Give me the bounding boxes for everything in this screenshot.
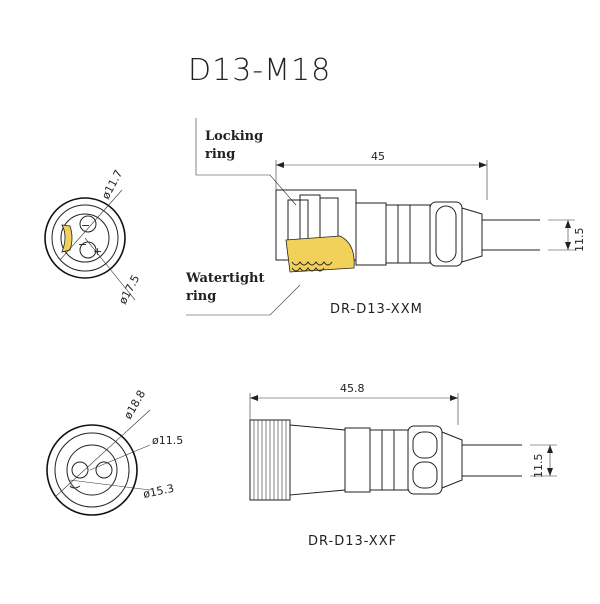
locking-ring-label-line1: Locking [205,129,263,144]
locking-ring-label-line2: ring [205,147,235,162]
female-length-dim: 45.8 [340,382,365,395]
drawing-title: D13-M18 [188,53,331,88]
pin-plus-sign: + [93,245,102,258]
female-cable-gland [407,425,443,495]
yellow-seal-segment [61,224,73,253]
male-cable-gland [429,201,463,267]
female-dim-mid: ø11.5 [152,434,183,447]
watertight-ring-label-line1: Watertight [185,271,265,286]
female-body-taper [289,424,346,496]
male-dim-inner: ø11.7 [99,168,125,202]
locking-ring-leader [196,174,297,206]
female-model-label: DR-D13-XXF [308,534,397,549]
male-length-dim: 45 [371,150,385,163]
female-dim-inner: ø15.3 [142,482,175,501]
female-socket-1 [71,461,89,479]
pin-minus-sign: − [81,219,90,232]
watertight-ring [285,235,355,273]
female-cable-dim: 11.5 [532,454,545,479]
pin-minus-sign-lower: − [78,238,87,251]
female-socket-2 [95,461,113,479]
male-cable-dim: 11.5 [573,228,586,253]
male-dim-outer: ø17.5 [116,273,142,307]
male-face-view: − + − ø11.7 ø17.5 [44,168,142,307]
male-side-view: Locking ring Watertight ring 45 [185,118,586,317]
male-model-label: DR-D13-XXM [330,302,423,317]
watertight-ring-label-line2: ring [186,289,216,304]
female-side-view: 45.8 11.5 DR-D13-XXF [249,382,557,549]
female-dim-outer: ø18.8 [121,388,148,422]
male-grip-body [355,202,387,266]
pin-minus-hole [79,215,97,233]
female-face-view: ø18.8 ø11.5 ø15.3 [46,388,183,516]
watertight-ring-leader [186,284,301,316]
